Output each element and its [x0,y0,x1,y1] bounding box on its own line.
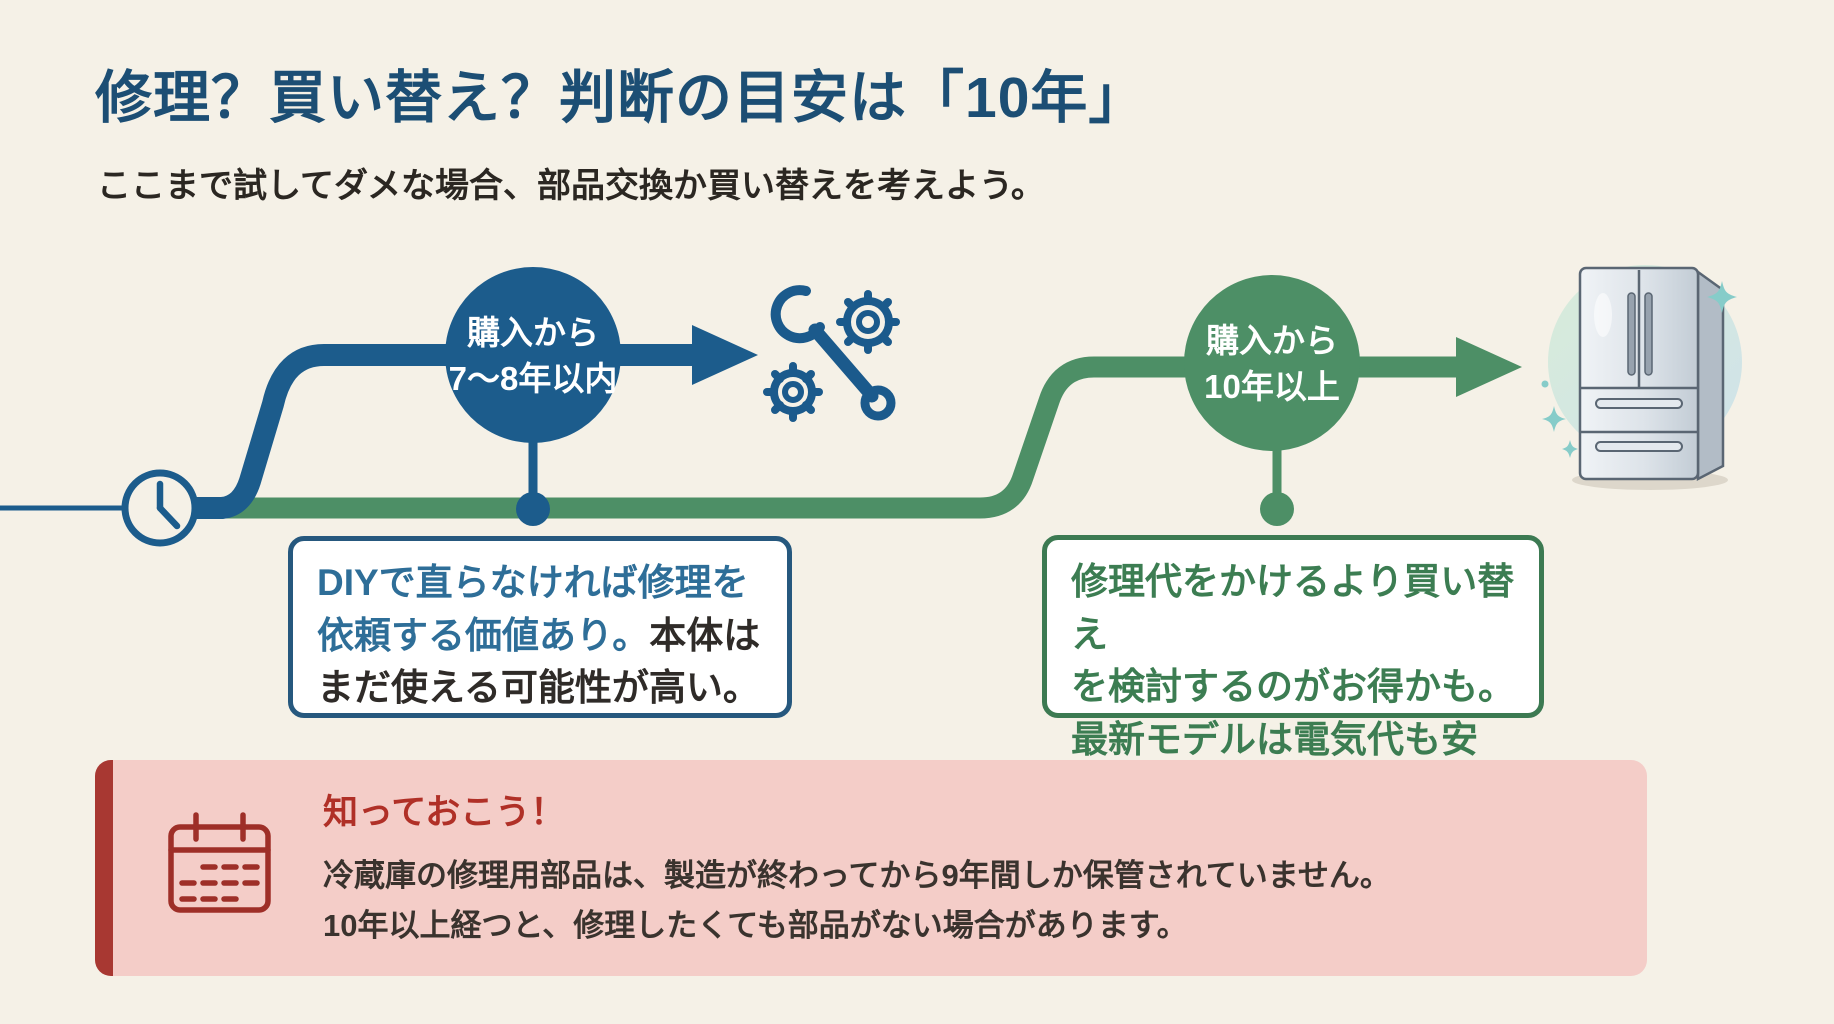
info-box-body-line2: 10年以上経つと、修理したくても部品がない場合があります。 [323,908,1188,944]
replace-branch-path [196,337,1522,526]
know-this-info-box: 知っておこう！ 冷蔵庫の修理用部品は、製造が終わってから9年間しか保管されていま… [95,760,1647,976]
sparkle-icons [1541,281,1737,458]
clock-icon [121,469,199,547]
replace-callout-line2: を検討するのがお得かも。 [1071,666,1515,708]
calendar-date-dashes [179,864,260,902]
page-title: 修理？買い替え？判断の目安は「10年」 [95,66,1147,130]
node-7-8-years: 購入から 7〜8年以内 [445,267,621,443]
info-box-heading: 知っておこう！ [323,793,566,832]
repair-callout-line1: DIYで直らなければ修理を [317,562,749,603]
refrigerator-illustration [1541,265,1742,490]
info-box-accent-bar [95,760,113,976]
repair-callout-line2: 依頼する価値あり。本体は [317,614,761,656]
gear-bottom-left-icon [763,362,823,422]
green-connector-dot [1260,492,1294,526]
node-7-8-years-label-line2: 7〜8年以内 [449,360,618,397]
fridge-drawer-handle-bottom [1595,441,1683,452]
fridge-right-handle [1644,292,1653,376]
calendar-icon [168,812,271,913]
page-subtitle: ここまで試してダメな場合、部品交換か買い替えを考えよう。 [97,167,1045,205]
replace-callout-line1: 修理代をかけるより買い替え [1071,561,1515,655]
node-10-plus-years: 購入から 10年以上 [1184,275,1360,451]
repair-callout-line3: まだ使える可能性が高い。 [317,667,760,709]
gear-top-right-icon [836,290,900,354]
fridge-drawer-handle-top [1595,398,1683,409]
blue-arrowhead-icon [692,325,758,385]
node-10-plus-years-label-line2: 10年以上 [1204,368,1340,405]
repair-branch-path [190,325,758,526]
fridge-left-handle [1627,292,1636,376]
node-10-plus-years-label-line1: 購入から [1206,322,1338,359]
node-7-8-years-label-line1: 購入から [467,314,599,351]
blue-connector-dot [516,492,550,526]
wrench-and-gears-icon [763,285,900,422]
repair-callout-box: DIYで直らなければ修理を 依頼する価値あり。本体は まだ使える可能性が高い。 [288,536,792,718]
replace-callout-box: 修理代をかけるより買い替え を検討するのがお得かも。 最新モデルは電気代も安い！ [1042,535,1544,812]
wrench-icon [770,285,896,421]
fridge-glare [1594,293,1612,337]
green-arrowhead-icon [1456,337,1522,397]
info-box-body-line1: 冷蔵庫の修理用部品は、製造が終わってから9年間しか保管されていません。 [323,858,1391,893]
